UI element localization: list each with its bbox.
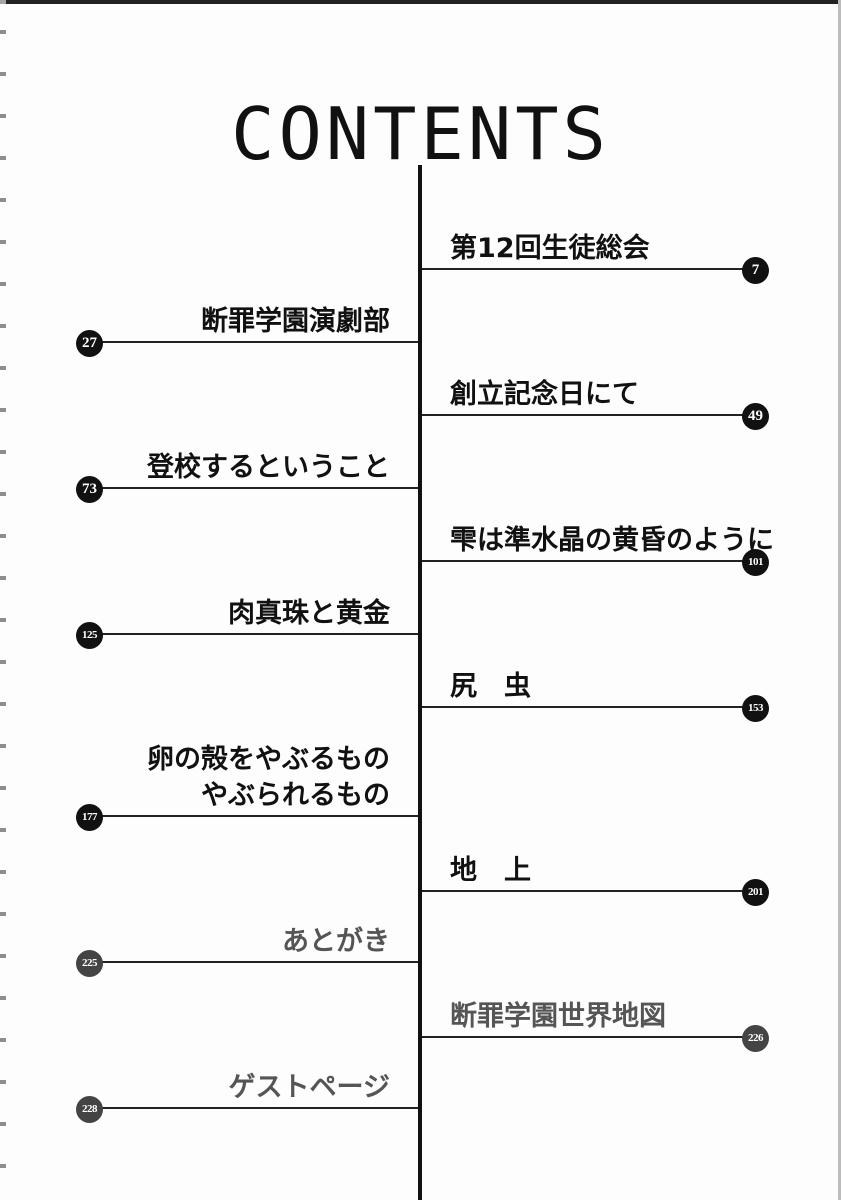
toc-entry-title: あとがき bbox=[282, 926, 390, 957]
page-number-badge: 226 bbox=[742, 1025, 769, 1052]
binding-edge bbox=[0, 0, 6, 1200]
page-number-badge: 49 bbox=[742, 403, 769, 430]
toc-entry-rule bbox=[96, 815, 418, 817]
toc-entry-title: 地 上 bbox=[450, 855, 531, 886]
page-right-edge bbox=[838, 0, 841, 1200]
toc-entry-title: 雫は準水晶の黄昏のように bbox=[450, 525, 774, 556]
toc-entry-rule bbox=[96, 487, 418, 489]
center-divider bbox=[418, 165, 422, 1200]
contents-title: CONTENTS bbox=[231, 92, 610, 176]
toc-entry-title: 登校するということ bbox=[147, 452, 390, 483]
toc-entry-title: 第12回生徒総会 bbox=[450, 233, 650, 264]
page-number-badge: 225 bbox=[76, 950, 103, 977]
toc-entry-title: ゲストページ bbox=[228, 1072, 390, 1103]
page-number-badge: 177 bbox=[76, 804, 103, 831]
toc-entry-rule bbox=[422, 706, 744, 708]
page-number-badge: 73 bbox=[76, 476, 103, 503]
toc-entry-rule bbox=[96, 1107, 418, 1109]
toc-entry-title-line2: やぶられるもの bbox=[201, 780, 390, 811]
toc-entry-rule bbox=[422, 1036, 744, 1038]
toc-entry-rule bbox=[422, 890, 744, 892]
page-number-badge: 27 bbox=[76, 330, 103, 357]
toc-entry-title-line1: 卵の殻をやぶるもの bbox=[147, 744, 390, 775]
toc-entry-rule bbox=[96, 633, 418, 635]
toc-entry-rule bbox=[422, 560, 744, 562]
page-number-badge: 125 bbox=[76, 622, 103, 649]
toc-entry-title: 創立記念日にて bbox=[450, 379, 639, 410]
toc-entry-rule bbox=[96, 961, 418, 963]
page-number-badge: 153 bbox=[742, 695, 769, 722]
toc-entry-title: 尻 虫 bbox=[450, 671, 531, 702]
page-number-badge: 228 bbox=[76, 1096, 103, 1123]
toc-entry-title: 断罪学園演劇部 bbox=[201, 306, 390, 337]
toc-entry-rule bbox=[96, 341, 418, 343]
toc-entry-title: 肉真珠と黄金 bbox=[228, 598, 390, 629]
page-number-badge: 101 bbox=[742, 549, 769, 576]
toc-entry-rule bbox=[422, 414, 744, 416]
toc-entry-title: 断罪学園世界地図 bbox=[450, 1001, 666, 1032]
page-top-edge bbox=[0, 0, 841, 4]
page-number-badge: 201 bbox=[742, 879, 769, 906]
page-number-badge: 7 bbox=[742, 257, 769, 284]
toc-entry-rule bbox=[422, 268, 744, 270]
